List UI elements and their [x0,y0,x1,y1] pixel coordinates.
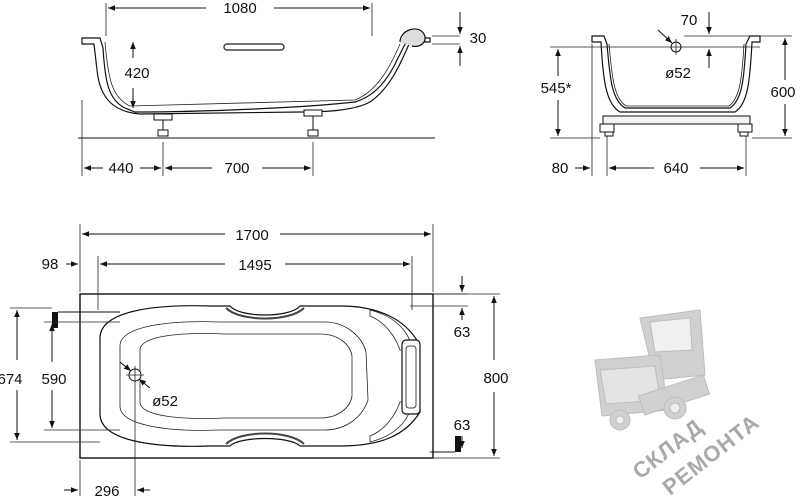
dim-top-length: 1080 [223,0,256,17]
handle-marker-right [455,436,461,452]
dim-rim-offset: 98 [42,256,59,273]
end-view-leg-right [737,123,753,133]
dim-width-bottom: 590 [41,371,66,388]
side-leg-left [153,113,173,137]
overflow-knob-icon [399,28,426,47]
drain-icon [126,366,144,384]
handle-icon [223,43,285,51]
dim-inner-length: 1495 [238,257,271,274]
plan-bottom-outline [119,321,369,431]
dim-leg-width: 640 [663,160,688,177]
headrest-icon [401,339,421,415]
dim-leg-spacing: 700 [224,160,249,177]
plan-view: ø52 1700 1495 98 674 590 63 6 [0,224,509,498]
dim-rim-thickness: 30 [470,30,487,47]
end-view-leg-left [599,123,615,133]
plan-outer-rim [79,293,434,459]
dim-left-offset: 440 [108,160,133,177]
side-view-inner-line [104,41,401,107]
side-leg-right [303,109,323,137]
dim-handle-offset-bottom: 63 [454,417,471,434]
handle-top-icon [225,307,305,320]
forklift-icon [594,309,711,431]
dim-overflow-offset: 70 [681,12,698,29]
dim-width-inner: 674 [0,371,23,388]
end-view: ø52 70 545* 600 80 640 [541,12,796,177]
side-view: 1080 420 30 440 700 [78,0,486,177]
plan-bottom-inner [139,333,353,419]
dim-drain-offset: 296 [94,483,119,498]
dim-leg-offset: 80 [552,160,569,177]
overflow-cross-icon [668,39,684,55]
dim-overall-length: 1700 [235,227,268,244]
end-view-base-frame [602,115,751,125]
dim-drain-diameter: ø52 [152,393,178,410]
side-view-tub-outline [81,37,431,115]
dim-depth: 420 [124,65,149,82]
dim-overflow-diameter: ø52 [665,65,691,82]
dim-total-height: 600 [770,84,795,101]
dim-handle-offset-top: 63 [454,324,471,341]
end-view-inner-line [608,43,745,107]
handle-bottom-icon [225,432,305,445]
handle-marker-left [52,312,58,328]
watermark-logo: СКЛАД РЕМОНТА [594,309,764,498]
dim-overflow-height: 545* [541,80,572,97]
dim-overall-width: 800 [483,370,508,387]
